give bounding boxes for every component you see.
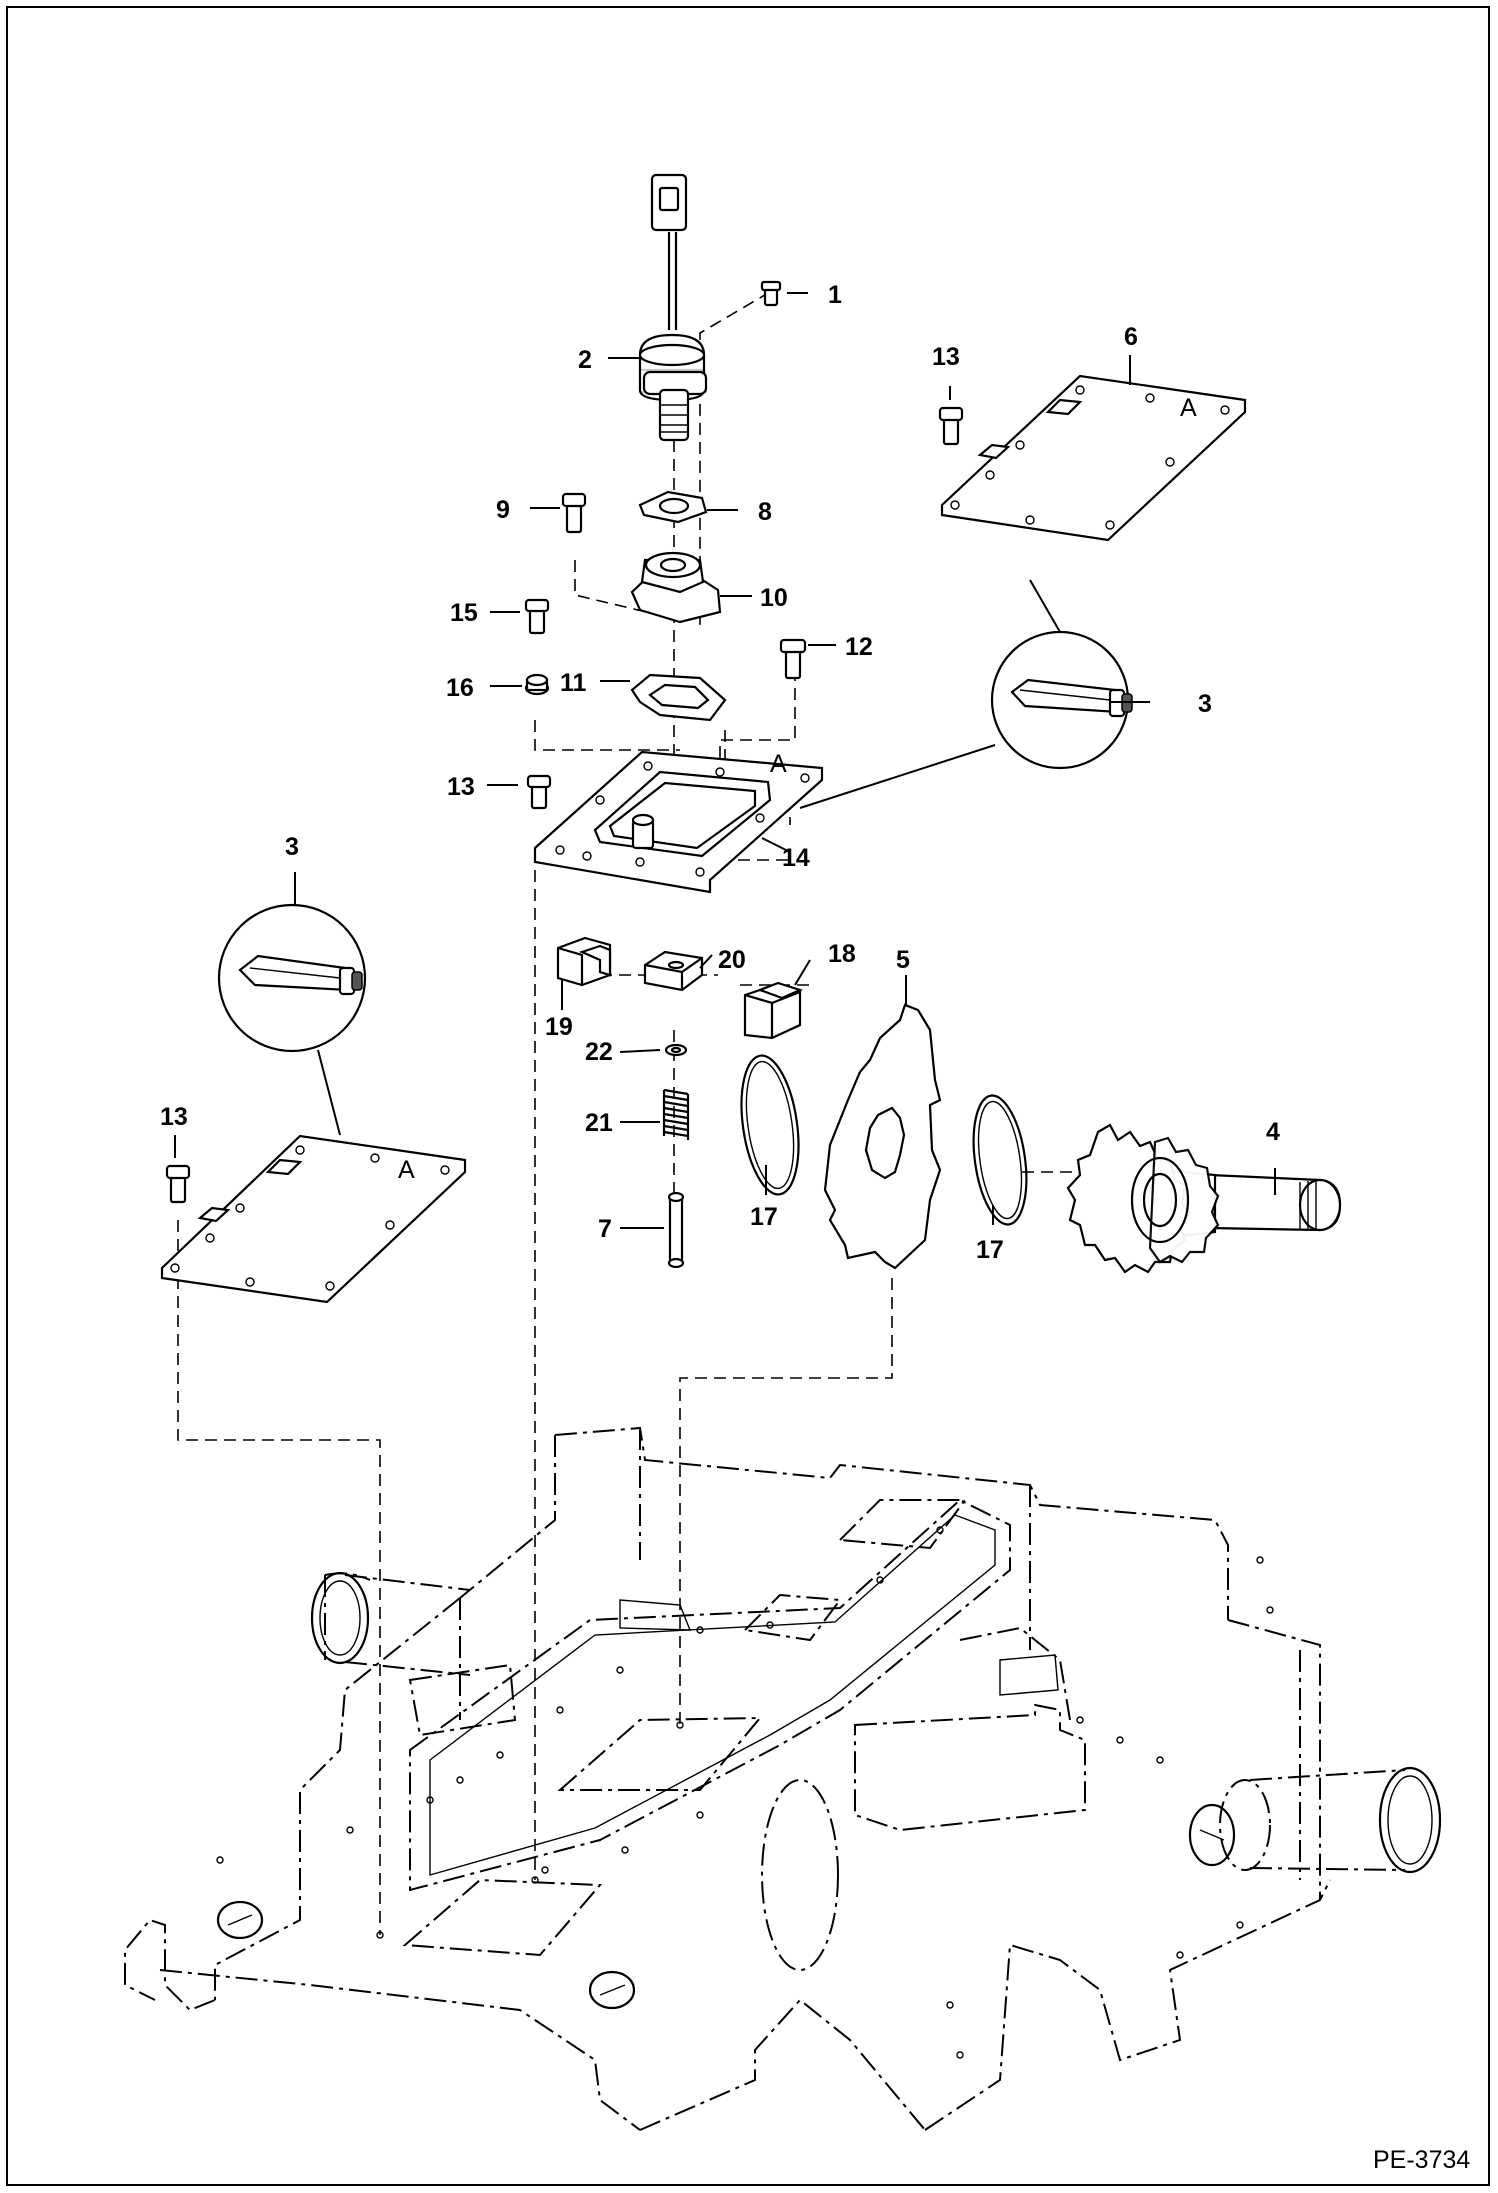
callout-14: 14 [782, 844, 810, 872]
small-bolt-1 [760, 280, 782, 307]
cover-plate-6: A [940, 374, 1247, 542]
bolt-9 [561, 492, 587, 534]
callout-18: 18 [828, 940, 856, 968]
callout-11: 11 [560, 669, 587, 697]
block-19 [556, 936, 612, 987]
callout-13-left: 13 [160, 1103, 188, 1131]
leader-line-plate-6 [1029, 579, 1061, 633]
leader-line-plate-14 [799, 744, 996, 809]
svg-text:A: A [398, 1156, 415, 1184]
callout-21: 21 [585, 1109, 613, 1137]
snap-ring-17-right [972, 1094, 1028, 1226]
drawing-border [6, 6, 1490, 2186]
callout-4: 4 [1266, 1118, 1280, 1146]
bolt-13-upper [938, 406, 964, 446]
callout-leaders [174, 292, 1276, 1229]
callout-20: 20 [718, 946, 746, 974]
sprocket-shaft-4 [1066, 1123, 1342, 1274]
washer-22 [664, 1043, 688, 1057]
gasket-11 [630, 673, 727, 722]
cover-plate-left: A [160, 1134, 467, 1304]
block-18 [743, 981, 804, 1040]
bolt-13-center [526, 774, 552, 810]
pin-7 [667, 1191, 685, 1269]
sealant-tube-detail-left [217, 903, 367, 1053]
leader-line-plate-left [317, 1049, 341, 1136]
callout-12: 12 [845, 633, 873, 661]
callout-9: 9 [496, 496, 510, 524]
callout-19: 19 [545, 1013, 573, 1041]
bolt-13-left [165, 1164, 191, 1204]
snap-ring-17-left [740, 1054, 800, 1196]
callout-17-left: 17 [750, 1203, 778, 1231]
sealant-tube-detail-upper [990, 630, 1133, 770]
assembly-guide-lines [177, 291, 1085, 1935]
callout-5: 5 [896, 946, 910, 974]
callout-13-center: 13 [447, 773, 475, 801]
callout-6: 6 [1124, 323, 1138, 351]
callout-8: 8 [758, 498, 772, 526]
bolt-12 [779, 638, 807, 680]
callout-3-left: 3 [285, 833, 299, 861]
washer-16 [524, 673, 550, 696]
spring-21 [662, 1088, 690, 1140]
drawing-reference-number: PE-3734 [1373, 2146, 1470, 2174]
gasket-8 [638, 490, 708, 524]
callout-16: 16 [446, 674, 474, 702]
callout-7: 7 [598, 1215, 612, 1243]
callout-15: 15 [450, 599, 478, 627]
chaincase-frame [124, 1426, 1442, 2131]
callout-3-upper: 3 [1198, 690, 1212, 718]
callout-10: 10 [760, 584, 788, 612]
valve-body-10 [630, 551, 722, 624]
callout-1: 1 [828, 281, 842, 309]
solenoid-2 [638, 173, 708, 442]
svg-text:A: A [770, 750, 787, 778]
callout-13-upper: 13 [932, 343, 960, 371]
svg-text:A: A [1180, 394, 1197, 422]
callout-17-right: 17 [976, 1236, 1004, 1264]
callout-22: 22 [585, 1038, 613, 1066]
block-20 [643, 950, 704, 992]
cover-plate-14: A [533, 750, 824, 894]
bolt-15 [524, 598, 550, 635]
disc-5 [823, 1003, 942, 1270]
callout-labels: 1 2 13 6 9 8 10 15 12 16 11 3 13 14 3 13… [160, 281, 1280, 1264]
callout-2: 2 [578, 346, 592, 374]
